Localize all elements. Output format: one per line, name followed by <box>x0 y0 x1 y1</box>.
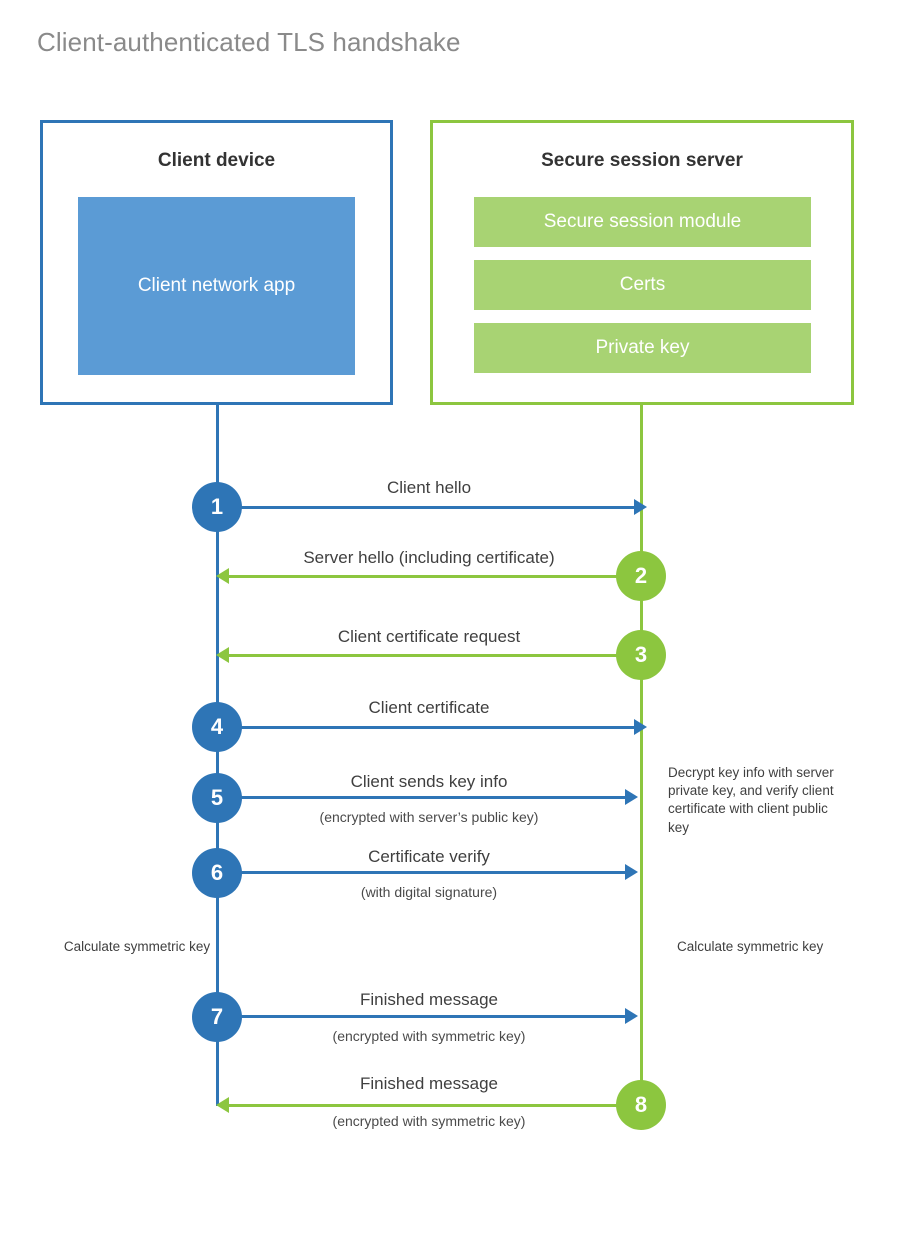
message-3-arrow-head <box>216 647 229 663</box>
message-5-arrow-shaft <box>217 796 632 799</box>
message-8-arrow-head <box>216 1097 229 1113</box>
message-5-sublabel: (encrypted with server’s public key) <box>319 809 539 825</box>
message-5-arrow-head <box>625 789 638 805</box>
server-decrypt-note: Decrypt key info with server private key… <box>668 765 834 835</box>
message-7-label: Finished message <box>360 990 498 1009</box>
message-7-sublabel: (encrypted with symmetric key) <box>332 1028 526 1044</box>
page-title: Client-authenticated TLS handshake <box>37 27 461 57</box>
message-6-sublabel: (with digital signature) <box>360 884 498 900</box>
step-circle-4[interactable]: 4 <box>192 702 242 752</box>
message-1-arrow-shaft <box>217 506 641 509</box>
message-8-arrow-shaft <box>228 1104 641 1107</box>
message-1-label: Client hello <box>386 478 472 497</box>
message-7-arrow-shaft <box>217 1015 632 1018</box>
message-4-arrow-head <box>634 719 647 735</box>
client-device-title: Client device <box>157 150 276 171</box>
step-circle-3[interactable]: 3 <box>616 630 666 680</box>
client-network-app-block: Client network app <box>78 197 355 375</box>
certs-block: Certs <box>474 260 811 310</box>
message-4-arrow-shaft <box>217 726 641 729</box>
client-calculate-symmetric-key-note: Calculate symmetric key <box>63 939 211 954</box>
message-8-sublabel: (encrypted with symmetric key) <box>332 1113 526 1129</box>
server-calculate-symmetric-key-note: Calculate symmetric key <box>677 939 824 954</box>
secure-session-server-title: Secure session server <box>541 150 743 171</box>
private-key-block: Private key <box>474 323 811 373</box>
message-2-arrow-head <box>216 568 229 584</box>
message-3-arrow-shaft <box>228 654 641 657</box>
step-circle-8[interactable]: 8 <box>616 1080 666 1130</box>
message-5-label: Client sends key info <box>350 772 508 791</box>
step-circle-6[interactable]: 6 <box>192 848 242 898</box>
step-circle-1[interactable]: 1 <box>192 482 242 532</box>
message-7-arrow-head <box>625 1008 638 1024</box>
message-6-arrow-head <box>625 864 638 880</box>
message-3-label: Client certificate request <box>337 627 521 646</box>
client-lifeline <box>216 405 219 1106</box>
step-circle-2[interactable]: 2 <box>616 551 666 601</box>
message-2-label: Server hello (including certificate) <box>303 548 555 567</box>
message-1-arrow-head <box>634 499 647 515</box>
message-8-label: Finished message <box>360 1074 498 1093</box>
message-2-arrow-shaft <box>228 575 641 578</box>
secure-session-server-box: Secure session server Secure session mod… <box>430 120 854 405</box>
message-6-label: Certificate verify <box>368 847 490 866</box>
secure-session-module-block: Secure session module <box>474 197 811 247</box>
server-lifeline <box>640 405 643 1106</box>
message-6-arrow-shaft <box>217 871 632 874</box>
step-circle-7[interactable]: 7 <box>192 992 242 1042</box>
client-device-box: Client device Client network app <box>40 120 393 405</box>
step-circle-5[interactable]: 5 <box>192 773 242 823</box>
message-4-label: Client certificate <box>368 698 490 717</box>
